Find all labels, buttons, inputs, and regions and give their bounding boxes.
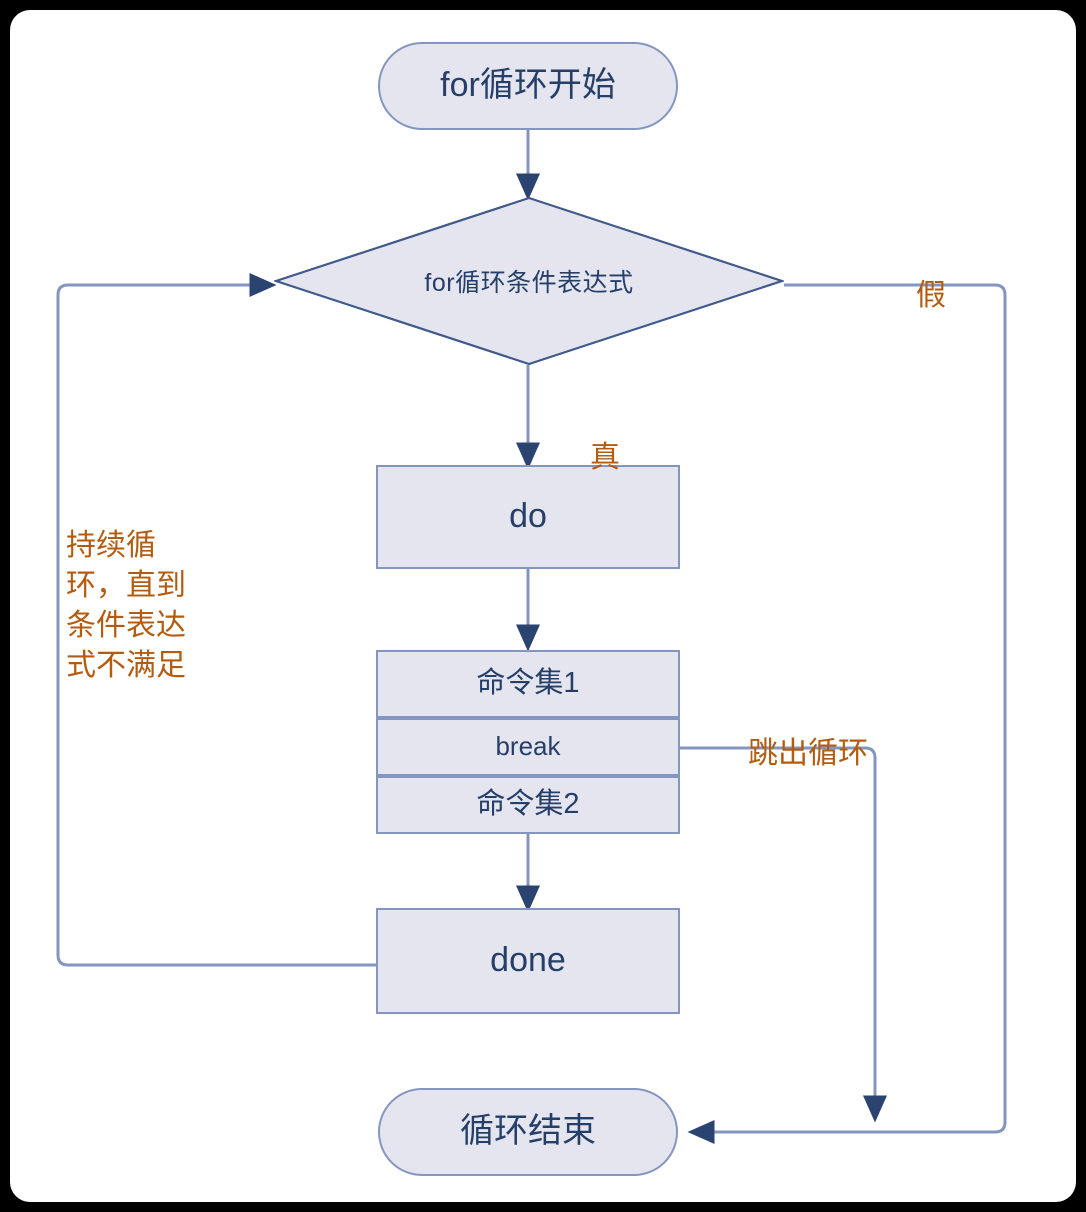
node-end[interactable]: 循环结束 — [378, 1088, 678, 1176]
node-condition[interactable]: for循环条件表达式 — [274, 196, 784, 366]
edge-label-break-out: 跳出循环 — [698, 694, 868, 813]
edge-label-true-text: 真 — [590, 440, 621, 474]
node-break-label: break — [495, 731, 561, 762]
edge-break-to-end — [680, 746, 887, 1123]
edge-label-break-out-text: 跳出循环 — [748, 736, 869, 770]
node-condition-label-wrap: for循环条件表达式 — [274, 196, 784, 366]
node-do[interactable]: do — [376, 465, 680, 569]
node-start-label: for循环开始 — [440, 66, 616, 105]
node-condition-label: for循环条件表达式 — [424, 269, 634, 297]
node-cmdset2[interactable]: 命令集2 — [376, 776, 680, 834]
diamond-shape — [274, 196, 784, 366]
node-do-label: do — [509, 497, 547, 536]
edge-label-true: 真 — [540, 398, 620, 517]
node-cmdset2-label: 命令集2 — [476, 788, 580, 821]
edge-condition-false-to-end — [687, 283, 1007, 1144]
node-done-label: done — [490, 941, 566, 980]
edge-label-false-text: 假 — [916, 278, 947, 312]
node-done[interactable]: done — [376, 908, 680, 1014]
node-cmdset1[interactable]: 命令集1 — [376, 650, 680, 718]
node-break[interactable]: break — [376, 718, 680, 776]
edge-label-loop-back: 持续循环，直到条件表达式不满足 — [66, 526, 192, 686]
flowchart-canvas: for循环开始 for循环条件表达式 do 命令集1 break 命令集2 do… — [10, 10, 1076, 1202]
node-cmdset1-label: 命令集1 — [476, 667, 580, 700]
edge-label-loop-back-text: 持续循环，直到条件表达式不满足 — [66, 529, 186, 682]
connector-layer — [56, 130, 1007, 1144]
edge-done-loopback-to-condition — [56, 273, 376, 967]
node-end-label: 循环结束 — [460, 1112, 596, 1151]
node-start[interactable]: for循环开始 — [378, 42, 678, 130]
edge-label-false: 假 — [866, 236, 946, 355]
